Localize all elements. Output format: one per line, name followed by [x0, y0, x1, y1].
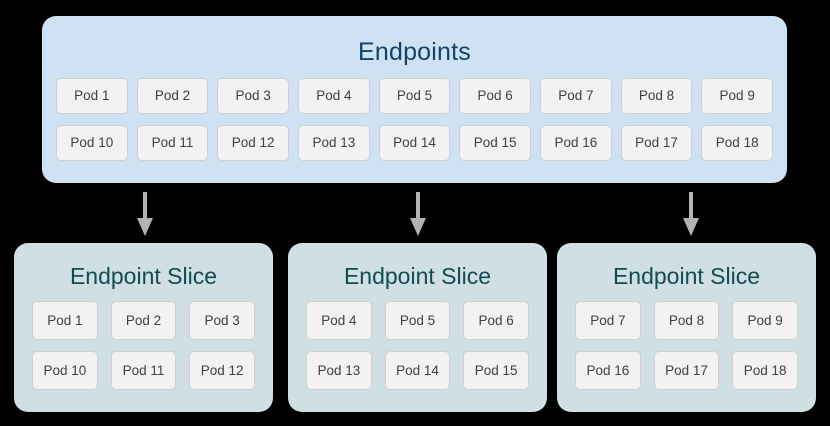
- pod-chip: Pod 11: [136, 125, 209, 161]
- endpoint-slice-pod-grid: Pod 1 Pod 2 Pod 3 Pod 10 Pod 11 Pod 12: [14, 301, 273, 401]
- endpoint-slice-pod-row-2: Pod 13 Pod 14 Pod 15: [306, 351, 530, 390]
- pod-chip: Pod 6: [459, 78, 532, 114]
- arrow-down-icon: [679, 192, 703, 236]
- pod-chip: Pod 16: [575, 351, 641, 390]
- endpoints-pod-row-1: Pod 1 Pod 2 Pod 3 Pod 4 Pod 5 Pod 6 Pod …: [55, 78, 774, 114]
- pod-chip: Pod 11: [110, 351, 177, 390]
- endpoint-slice-title: Endpoint Slice: [343, 263, 492, 289]
- pod-chip: Pod 6: [463, 301, 530, 340]
- endpoints-pod-grid: Pod 1 Pod 2 Pod 3 Pod 4 Pod 5 Pod 6 Pod …: [42, 78, 787, 172]
- pod-chip: Pod 18: [732, 351, 799, 390]
- endpoint-slice-panel-1: Endpoint Slice Pod 1 Pod 2 Pod 3 Pod 10 …: [14, 243, 273, 412]
- pod-chip: Pod 10: [32, 351, 98, 390]
- endpoint-slice-title: Endpoint Slice: [69, 263, 218, 289]
- pod-chip: Pod 13: [298, 125, 370, 161]
- pod-chip: Pod 17: [620, 125, 693, 161]
- pod-chip: Pod 1: [32, 301, 98, 340]
- endpoint-slice-pod-row-1: Pod 1 Pod 2 Pod 3: [32, 301, 256, 340]
- pod-chip: Pod 2: [136, 78, 209, 114]
- endpoint-slice-pod-grid: Pod 4 Pod 5 Pod 6 Pod 13 Pod 14 Pod 15: [288, 301, 547, 401]
- pod-chip: Pod 18: [701, 125, 774, 161]
- pod-chip: Pod 1: [55, 78, 128, 114]
- pod-chip: Pod 12: [217, 125, 289, 161]
- endpoint-slice-pod-grid: Pod 7 Pod 8 Pod 9 Pod 16 Pod 17 Pod 18: [557, 301, 816, 401]
- pod-chip: Pod 3: [189, 301, 256, 340]
- pod-chip: Pod 13: [306, 351, 372, 390]
- pod-chip: Pod 17: [653, 351, 720, 390]
- pod-chip: Pod 8: [653, 301, 720, 340]
- pod-chip: Pod 15: [463, 351, 530, 390]
- pod-chip: Pod 4: [306, 301, 372, 340]
- endpoint-slice-panel-3: Endpoint Slice Pod 7 Pod 8 Pod 9 Pod 16 …: [557, 243, 816, 412]
- endpoints-title: Endpoints: [358, 38, 471, 66]
- endpoints-pod-row-2: Pod 10 Pod 11 Pod 12 Pod 13 Pod 14 Pod 1…: [55, 125, 774, 161]
- pod-chip: Pod 15: [459, 125, 532, 161]
- pod-chip: Pod 5: [384, 301, 451, 340]
- pod-chip: Pod 5: [378, 78, 451, 114]
- endpoints-panel: Endpoints Pod 1 Pod 2 Pod 3 Pod 4 Pod 5 …: [42, 16, 787, 183]
- endpoint-slice-pod-row-2: Pod 16 Pod 17 Pod 18: [575, 351, 799, 390]
- pod-chip: Pod 7: [540, 78, 612, 114]
- pod-chip: Pod 14: [378, 125, 451, 161]
- pod-chip: Pod 3: [217, 78, 289, 114]
- endpoint-slice-pod-row-1: Pod 7 Pod 8 Pod 9: [575, 301, 799, 340]
- pod-chip: Pod 9: [701, 78, 774, 114]
- endpoint-slice-pod-row-2: Pod 10 Pod 11 Pod 12: [32, 351, 256, 390]
- pod-chip: Pod 10: [55, 125, 128, 161]
- pod-chip: Pod 12: [189, 351, 256, 390]
- arrow-down-icon: [133, 192, 157, 236]
- pod-chip: Pod 9: [732, 301, 799, 340]
- pod-chip: Pod 14: [384, 351, 451, 390]
- pod-chip: Pod 8: [620, 78, 693, 114]
- pod-chip: Pod 2: [110, 301, 177, 340]
- endpoint-slice-pod-row-1: Pod 4 Pod 5 Pod 6: [306, 301, 530, 340]
- arrow-down-icon: [406, 192, 430, 236]
- endpoint-slice-title: Endpoint Slice: [612, 263, 761, 289]
- pod-chip: Pod 16: [540, 125, 612, 161]
- endpoint-slice-panel-2: Endpoint Slice Pod 4 Pod 5 Pod 6 Pod 13 …: [288, 243, 547, 412]
- pod-chip: Pod 4: [298, 78, 370, 114]
- pod-chip: Pod 7: [575, 301, 641, 340]
